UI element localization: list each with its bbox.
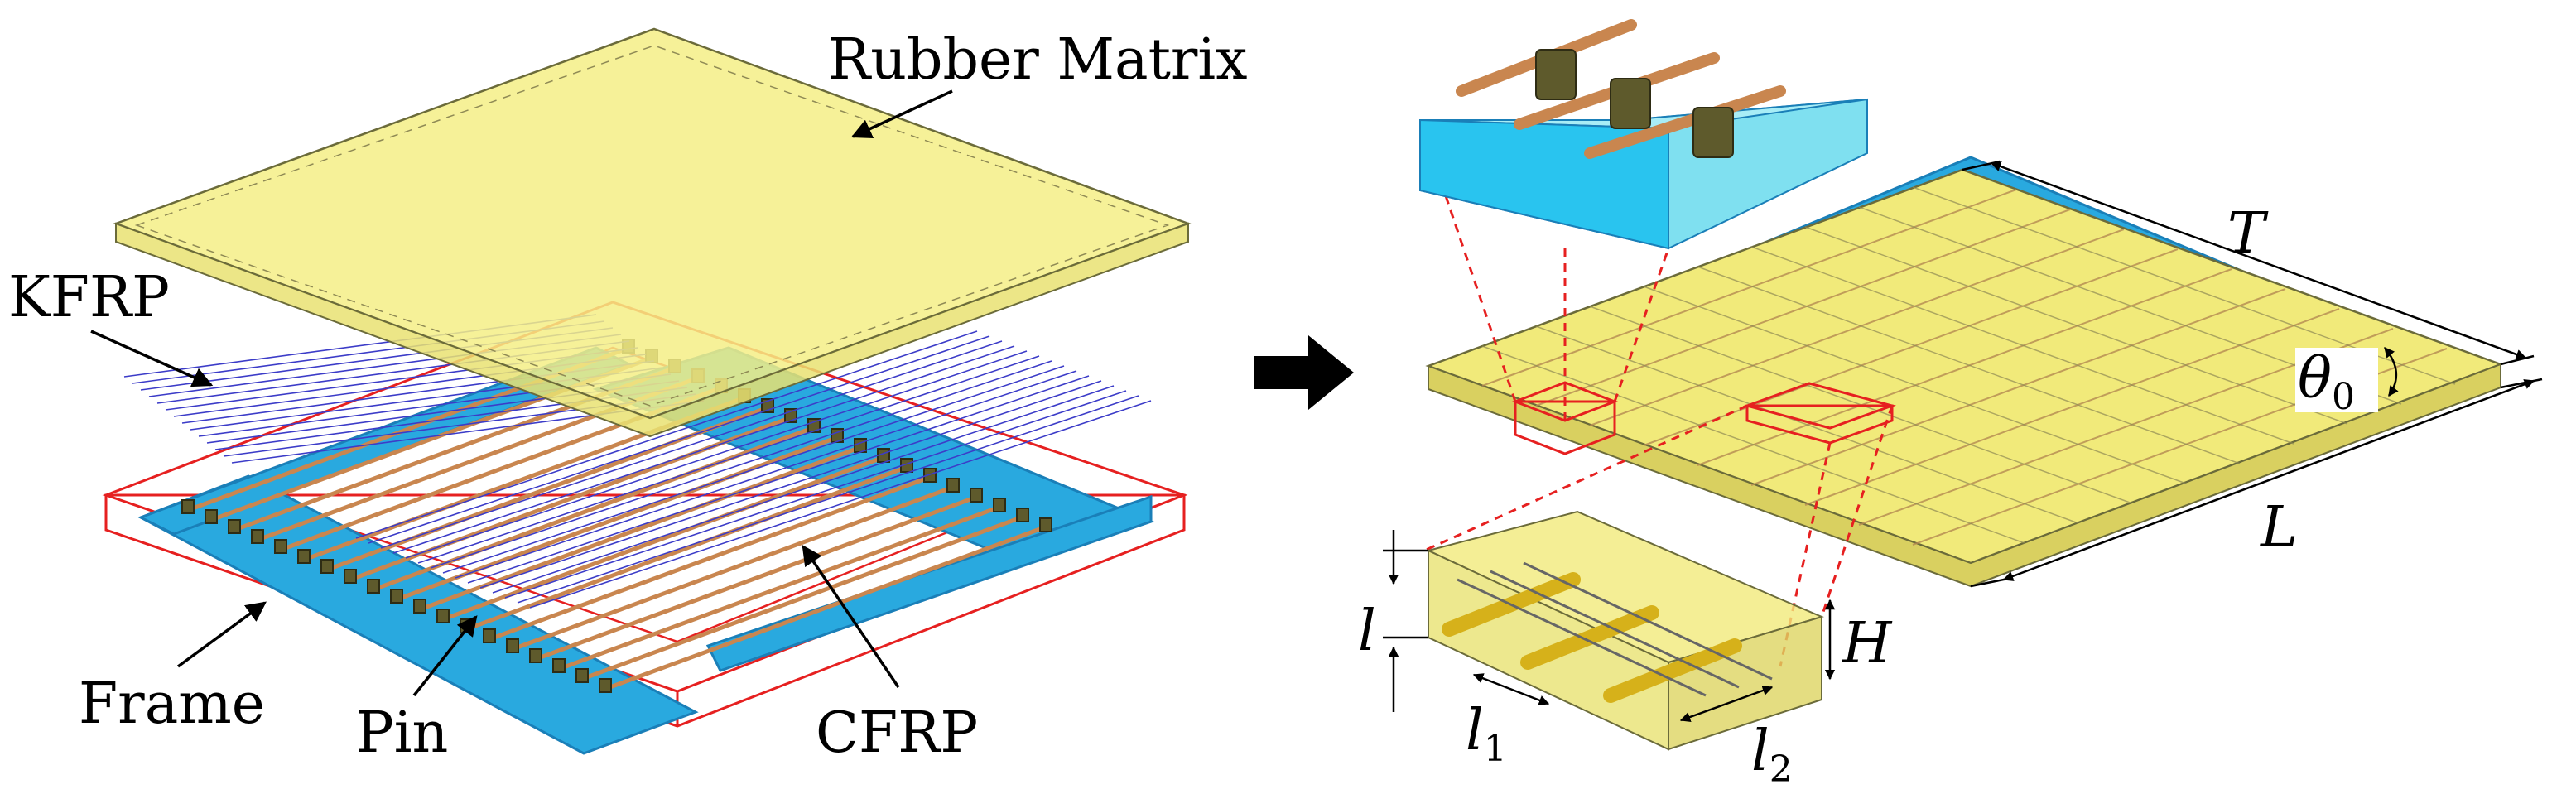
dim-label-T: T [2227, 201, 2269, 267]
label-frame: Frame [79, 671, 265, 737]
dim-label-l: l [1358, 599, 1376, 664]
dim-label-H: H [1841, 611, 1893, 676]
rubber-matrix-plate [113, 27, 1192, 438]
dim-label-l1: l1 [1466, 698, 1507, 770]
assembled-view: T L θ0 H l l1 l2 [1358, 19, 2543, 791]
exploded-view: Rubber Matrix KFRP Frame Pin CFRP [8, 27, 1248, 766]
pins-front [181, 499, 612, 693]
label-rubber-matrix: Rubber Matrix [828, 27, 1248, 93]
right-arrow-icon [1254, 335, 1354, 410]
dim-label-L: L [2259, 495, 2298, 561]
dimension-l2 [1679, 685, 1774, 723]
dimension-l [1383, 530, 1428, 712]
inset-rubber-fibers [1457, 561, 1773, 697]
dim-label-l2: l2 [1751, 719, 1793, 791]
inset-pins [1535, 49, 1734, 158]
inset-leaders [1418, 119, 1894, 667]
arrow-rubber-matrix [850, 89, 953, 138]
theta-label-bg [2295, 348, 2378, 412]
dimension-T [1962, 160, 2535, 366]
arrow-pin [412, 615, 478, 697]
dimension-l1 [1472, 673, 1550, 705]
arrow-frame [176, 601, 267, 668]
dimension-L [1970, 378, 2543, 588]
inset-rubber-cell [1426, 510, 1824, 751]
arrow-kfrp [90, 330, 214, 387]
arrow-cfrp [802, 544, 900, 688]
label-pin: Pin [356, 700, 448, 766]
dimension-theta [2384, 347, 2399, 397]
dim-label-theta: θ0 [2298, 346, 2355, 418]
label-kfrp: KFRP [8, 265, 170, 330]
label-cfrp: CFRP [816, 700, 978, 766]
inset-pin-cell [1419, 19, 1868, 250]
frame-bar-right [705, 494, 1153, 672]
